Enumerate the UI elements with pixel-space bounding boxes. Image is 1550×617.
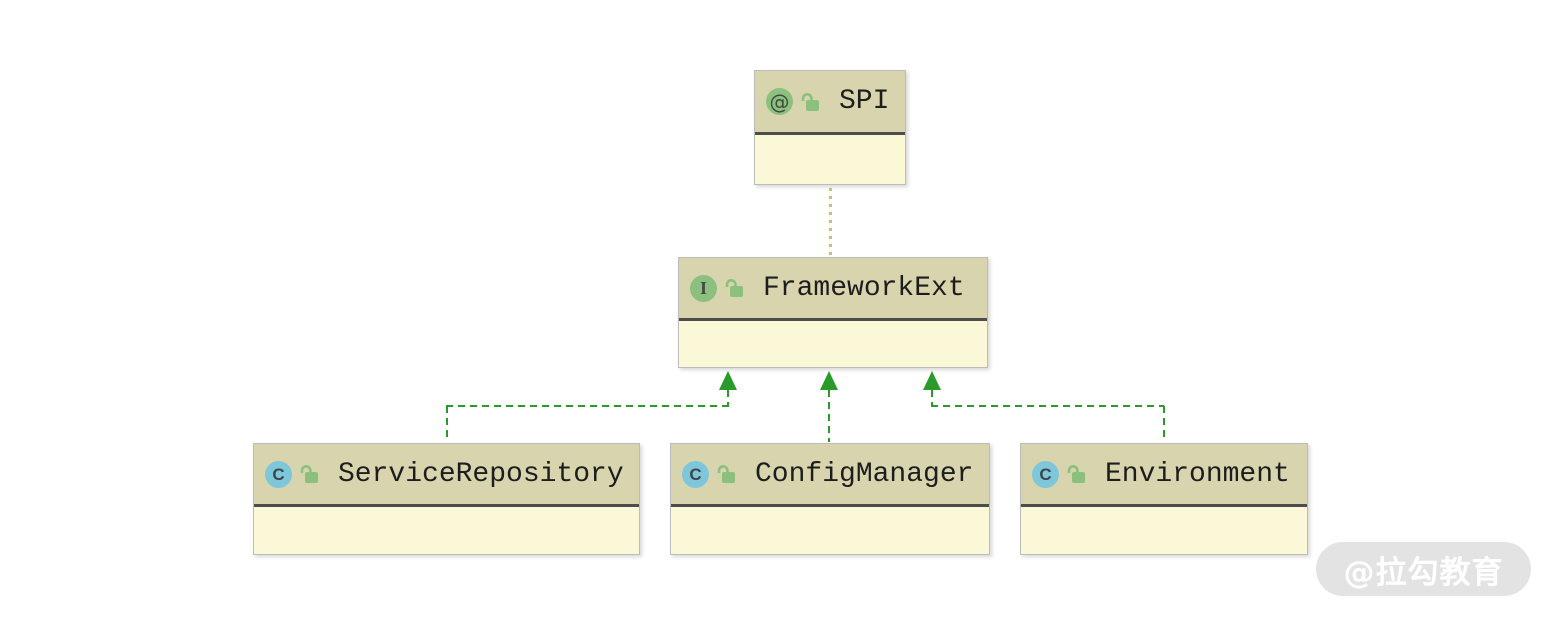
class-icon: C	[265, 460, 292, 488]
node-header: I FrameworkExt	[679, 258, 987, 318]
node-divider	[755, 132, 905, 135]
node-divider	[254, 504, 639, 507]
node-header: C ServiceRepository	[254, 444, 639, 504]
edge-environment-segment	[1163, 406, 1165, 442]
edge-environment-arrowhead	[923, 371, 941, 390]
node-body	[679, 321, 987, 367]
edge-frameworkext-spi-dotted-line	[829, 188, 832, 255]
node-header: C Environment	[1021, 444, 1307, 504]
node-label: ConfigManager	[755, 458, 974, 490]
node-divider	[679, 318, 987, 321]
node-body	[1021, 507, 1307, 554]
class-icon: C	[1032, 460, 1059, 488]
unlocked-padlock-icon	[715, 463, 737, 485]
uml-node-spi[interactable]: @ SPI	[754, 70, 906, 185]
unlocked-padlock-icon	[799, 91, 821, 113]
node-header: @ SPI	[755, 71, 905, 132]
node-label: FrameworkExt	[763, 272, 965, 304]
interface-icon: I	[690, 274, 717, 302]
edge-servicerepository-segment	[727, 390, 729, 406]
node-label: ServiceRepository	[338, 458, 624, 490]
uml-node-configmanager[interactable]: C ConfigManager	[670, 443, 990, 555]
node-label: SPI	[839, 86, 890, 117]
annotation-icon: @	[766, 88, 793, 115]
unlocked-padlock-icon	[1065, 463, 1087, 485]
edge-servicerepository-segment	[446, 406, 448, 442]
node-divider	[1021, 504, 1307, 507]
node-divider	[671, 504, 989, 507]
unlocked-padlock-icon	[298, 463, 320, 485]
unlocked-padlock-icon	[723, 277, 745, 299]
edge-configmanager-segment	[828, 390, 830, 442]
edge-configmanager-arrowhead	[820, 371, 838, 390]
node-body	[671, 507, 989, 554]
node-body	[755, 135, 905, 184]
watermark-badge: @拉勾教育	[1316, 542, 1531, 596]
edge-environment-segment	[931, 405, 1164, 407]
uml-node-servicerepository[interactable]: C ServiceRepository	[253, 443, 640, 555]
edge-servicerepository-segment	[446, 405, 729, 407]
node-header: C ConfigManager	[671, 444, 989, 504]
uml-node-environment[interactable]: C Environment	[1020, 443, 1308, 555]
class-icon: C	[682, 460, 709, 488]
node-label: Environment	[1105, 458, 1290, 490]
edge-servicerepository-arrowhead	[719, 371, 737, 390]
edge-environment-segment	[931, 390, 933, 406]
uml-node-frameworkext[interactable]: I FrameworkExt	[678, 257, 988, 368]
node-body	[254, 507, 639, 554]
